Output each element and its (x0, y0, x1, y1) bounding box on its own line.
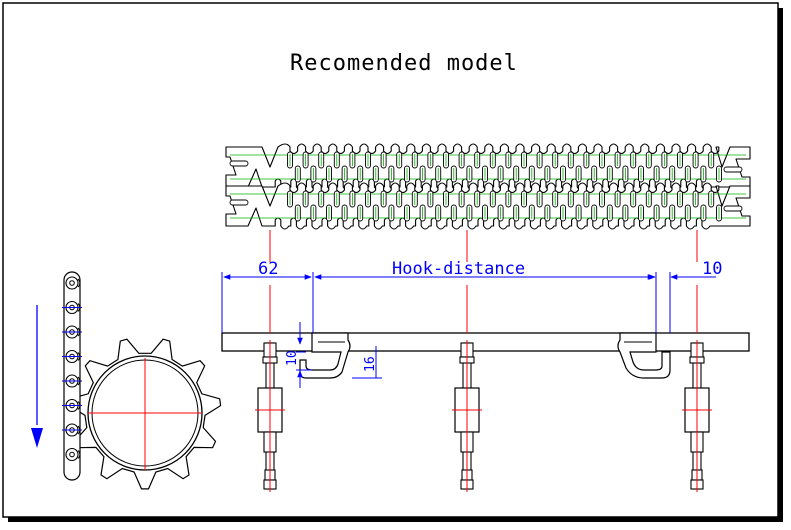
dim-right-10: 10 (702, 259, 722, 279)
shaft-2 (452, 285, 482, 492)
chain-link (65, 276, 81, 290)
dim-left-62: 62 (258, 259, 278, 279)
down-arrow-icon (31, 305, 43, 448)
side-chain (62, 271, 82, 481)
belt-modules (225, 143, 751, 262)
chain-link (62, 300, 82, 315)
chain-link (65, 447, 81, 462)
chain-link (62, 398, 82, 413)
shaft-3 (682, 285, 712, 492)
dim-hook-height-10: 10 (285, 350, 300, 366)
support-plate (221, 332, 750, 352)
sprocket-assembly (68, 338, 222, 490)
hook-right (617, 332, 671, 379)
chain-link (62, 325, 82, 339)
dim-hook-distance: Hook-distance (392, 259, 525, 279)
shafts (255, 285, 712, 492)
belt-row (225, 182, 751, 230)
chain-link (62, 423, 82, 437)
drawing-title: Recomended model (290, 51, 518, 76)
belt-row (225, 143, 751, 191)
dimension-lines (221, 272, 716, 388)
chain-link (62, 349, 82, 364)
chain-link (62, 374, 82, 388)
dim-hook-depth-16: 16 (363, 356, 378, 372)
shaft-1 (255, 285, 285, 492)
